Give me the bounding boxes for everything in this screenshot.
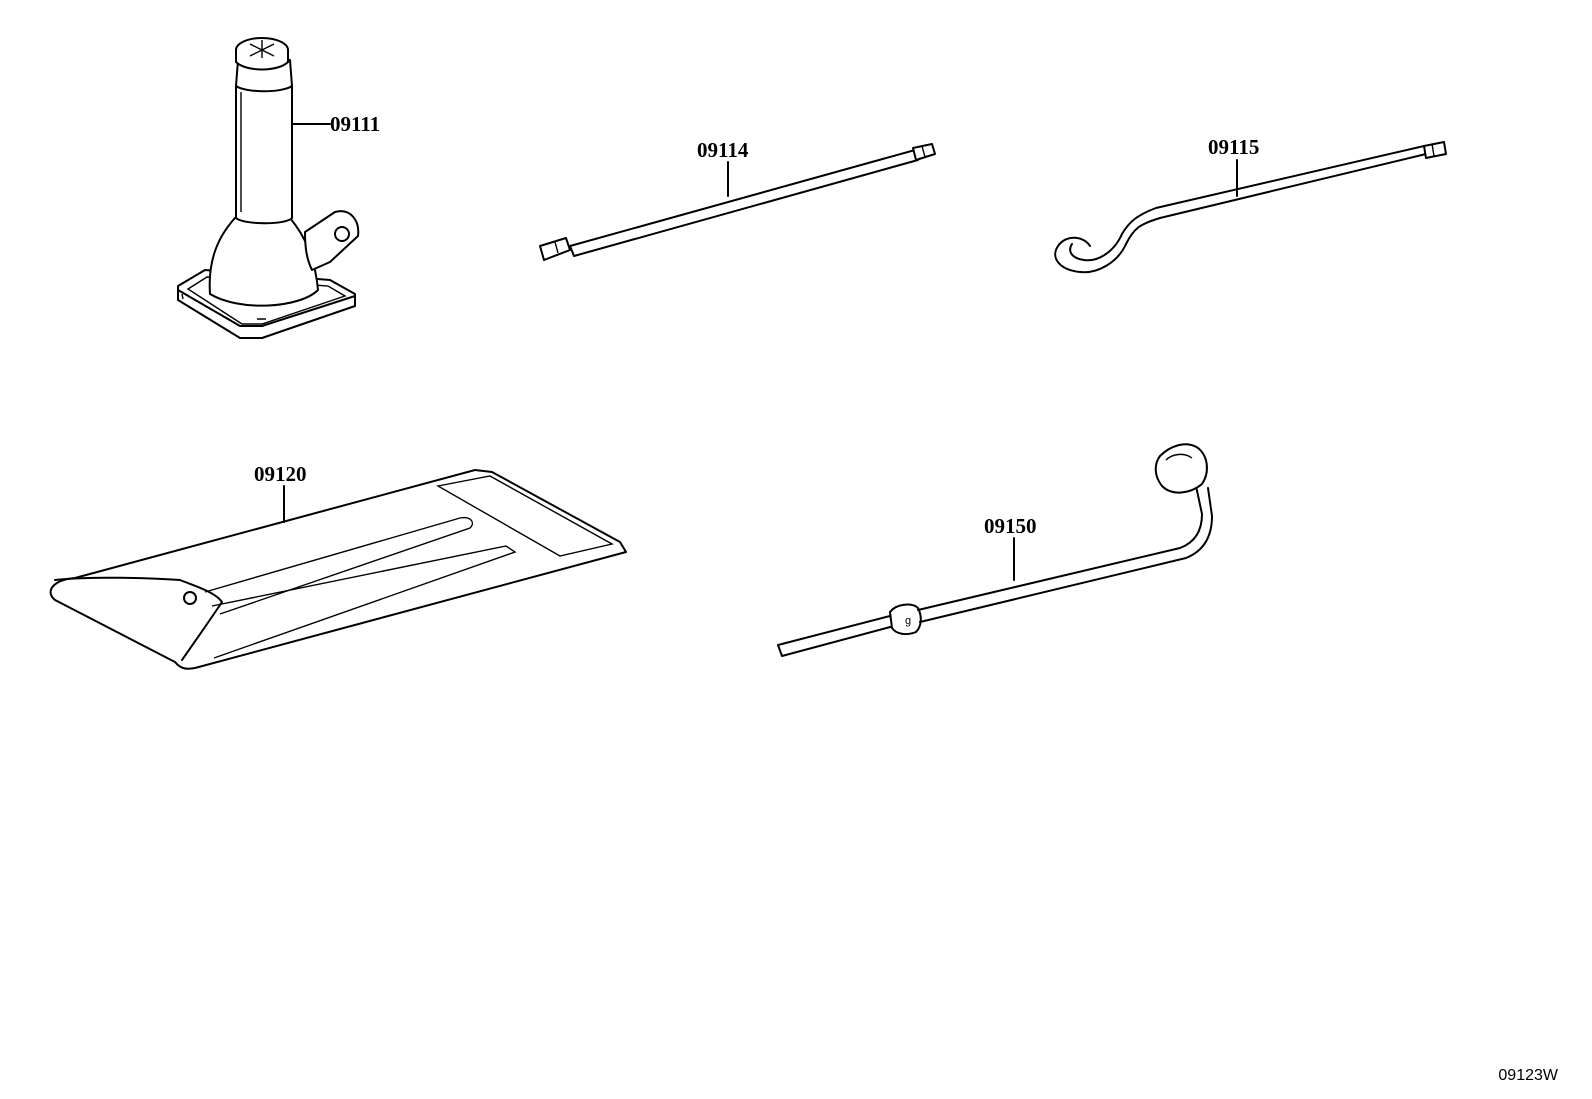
handle-extension-icon[interactable] — [539, 143, 936, 261]
hook-handle-icon[interactable] — [1054, 141, 1447, 274]
part-label-tool-bag: 09120 — [254, 462, 307, 486]
figure-code: 09123W — [1498, 1067, 1558, 1084]
svg-text:g: g — [905, 615, 911, 627]
lug-wrench-icon[interactable]: g — [777, 443, 1213, 657]
part-label-handle-extension: 09114 — [697, 138, 749, 162]
tool-bag-icon[interactable] — [49, 469, 627, 670]
part-label-jack-handle: 09115 — [1208, 135, 1259, 159]
jack-icon[interactable] — [177, 37, 360, 339]
part-label-lug-wrench: 09150 — [984, 514, 1037, 538]
part-label-jack: 09111 — [330, 112, 380, 136]
